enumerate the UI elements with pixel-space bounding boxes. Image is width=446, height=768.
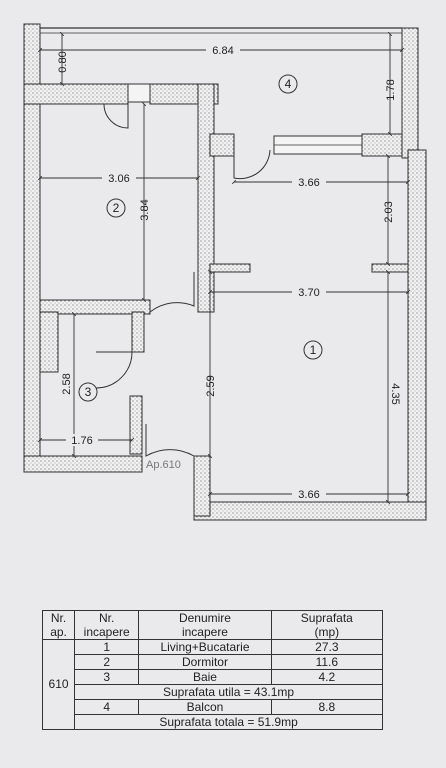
wall-living-top-right xyxy=(361,133,403,157)
table-row: 610 1 Living+Bucatarie 27.3 xyxy=(41,639,384,730)
dimension-labels: 6.84 0.80 1.78 3.06 3.84 3.66 2.03 3.70 … xyxy=(57,44,401,501)
room-name: Dormitor xyxy=(138,654,272,670)
room-number-circle-1 xyxy=(303,340,323,360)
dim-bath-width: 1.76 xyxy=(71,435,92,447)
door-bedroom-window xyxy=(103,103,129,129)
table-row: 4 Balcon 8.8 xyxy=(43,699,384,715)
header-area-1: Suprafata xyxy=(270,610,384,625)
table-row: 2 Dormitor 11.6 xyxy=(43,654,384,670)
room-area: 8.8 xyxy=(270,699,384,715)
wall-bath-right-top xyxy=(131,311,145,353)
header-nr-room-1: Nr. xyxy=(74,610,140,625)
area-table-wrapper: Nr. Nr. Denumire Suprafata ap. incapere … xyxy=(41,610,384,743)
total-area: Suprafata totala = 51.9mp xyxy=(74,714,383,730)
room-number-circle-4 xyxy=(278,74,298,94)
doors xyxy=(95,103,271,457)
wall-bath-right-bottom xyxy=(129,395,143,455)
dim-top-width: 6.84 xyxy=(212,45,233,57)
dim-bedroom-width: 3.06 xyxy=(108,173,129,185)
header-area-2: (mp) xyxy=(270,625,384,640)
dim-top-left-small: 0.80 xyxy=(57,51,69,72)
room-name: Balcon xyxy=(138,699,272,715)
room-number-circle-2 xyxy=(106,198,126,218)
apartment-label: Ap.610 xyxy=(146,459,181,471)
wall-stub-right xyxy=(371,263,409,273)
table-row: 3 Baie 4.2 xyxy=(43,669,384,685)
wall-bath-bottom xyxy=(23,455,143,473)
wall-bedroom-bottom xyxy=(39,299,151,315)
door-bedroom xyxy=(149,272,195,313)
header-name-1: Denumire xyxy=(138,610,272,625)
header-nr-ap-2: ap. xyxy=(41,625,76,640)
bedroom-window xyxy=(127,83,151,103)
wall-bedroom-right xyxy=(197,83,215,313)
area-table: Nr. Nr. Denumire Suprafata ap. incapere … xyxy=(41,610,384,730)
dim-living-bottom-width: 3.66 xyxy=(298,489,319,501)
room-numbers: 1 2 3 4 xyxy=(78,74,323,402)
dim-bedroom-height: 3.84 xyxy=(139,199,151,220)
room-number-circle-3 xyxy=(78,382,98,402)
dim-living-right-top: 2.03 xyxy=(383,201,395,222)
room-nr: 2 xyxy=(74,654,140,670)
room-number-bath: 3 xyxy=(85,385,92,399)
door-balcony xyxy=(233,149,271,180)
header-name-2: incapere xyxy=(138,625,272,640)
dim-living-height: 4.35 xyxy=(389,383,401,404)
balcony-outline xyxy=(40,27,402,34)
header-nr-room-2: incapere xyxy=(74,625,140,640)
dim-balcony-depth: 1.78 xyxy=(385,79,397,100)
room-nr: 1 xyxy=(74,639,140,655)
wall-living-top-left xyxy=(209,133,235,157)
table-row-useful-area: Suprafata utila = 43.1mp xyxy=(43,684,383,700)
room-area: 11.6 xyxy=(270,654,384,670)
apartment-number: 610 xyxy=(41,639,76,730)
room-area: 4.2 xyxy=(270,669,384,685)
room-number-living: 1 xyxy=(310,343,317,357)
table-header-row-2: ap. incapere incapere (mp) xyxy=(41,625,384,640)
useful-area: Suprafata utila = 43.1mp xyxy=(74,684,383,700)
room-area: 27.3 xyxy=(270,639,384,655)
room-number-balcony: 4 xyxy=(285,77,292,91)
room-nr: 4 xyxy=(74,699,140,715)
dim-living-mid-width: 3.70 xyxy=(298,287,319,299)
header-nr-ap-1: Nr. xyxy=(41,610,76,625)
wall-balcony-right xyxy=(401,27,419,159)
wall-stub-left xyxy=(209,263,251,273)
wall-right xyxy=(407,149,427,521)
room-number-bedroom: 2 xyxy=(113,201,120,215)
wall-bedroom-top xyxy=(23,83,129,105)
wall-bottom xyxy=(193,501,427,521)
floor-plan: 6.84 0.80 1.78 3.06 3.84 3.66 2.03 3.70 … xyxy=(23,23,427,521)
table-header-row-1: Nr. Nr. Denumire Suprafata xyxy=(41,610,384,625)
wall-living-left-lower xyxy=(193,455,211,517)
wall-bath-left-step xyxy=(39,311,59,373)
walls xyxy=(23,23,427,521)
door-bath xyxy=(95,351,133,389)
room-name: Baie xyxy=(138,669,272,685)
room-name: Living+Bucatarie xyxy=(138,639,272,655)
room-nr: 3 xyxy=(74,669,140,685)
dim-living-top-width: 3.66 xyxy=(298,177,319,189)
dim-bath-height: 2.58 xyxy=(61,373,73,394)
dim-living-left-height: 2.59 xyxy=(205,375,217,396)
door-entrance xyxy=(145,424,195,457)
table-row-total-area: Suprafata totala = 51.9mp xyxy=(43,714,383,730)
